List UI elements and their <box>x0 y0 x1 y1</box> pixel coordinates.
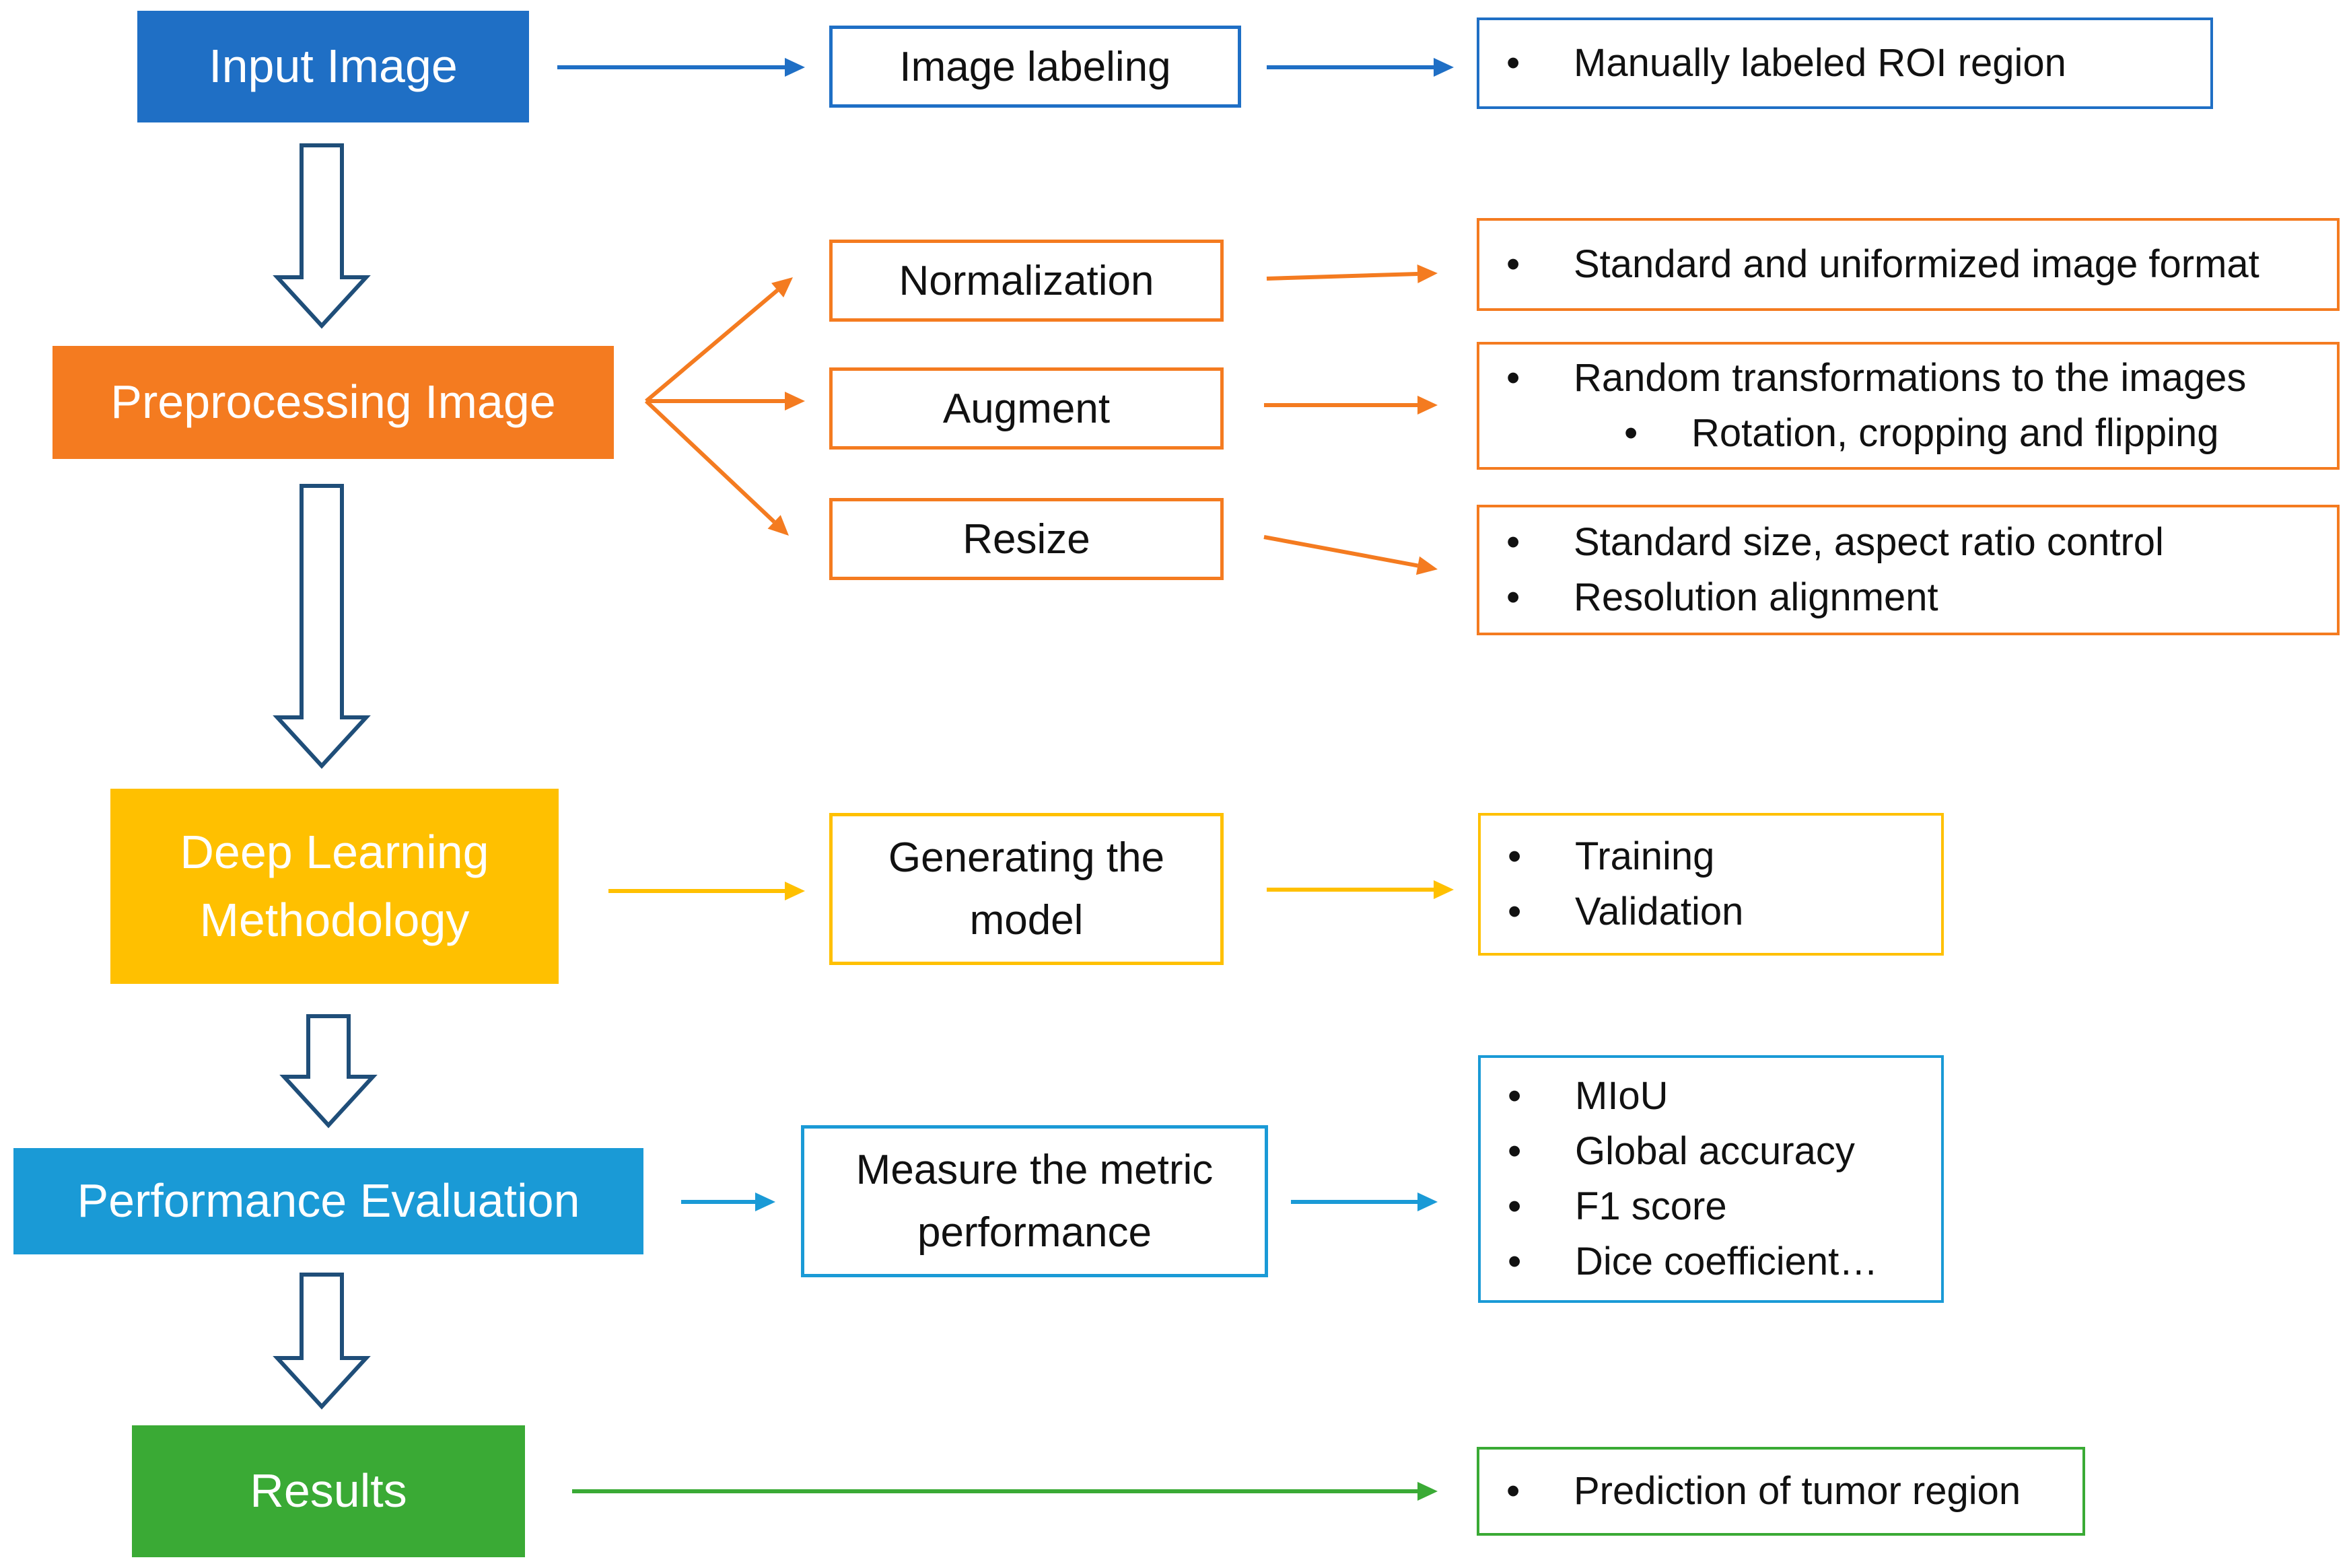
details-generating-the-model: Training Validation <box>1478 813 1944 956</box>
step-generating-the-model-label: Generating the model <box>888 834 1165 943</box>
step-measure-the-metric-performance: Measure the metric performance <box>801 1125 1268 1277</box>
arrow-icon <box>1267 880 1454 899</box>
detail-item: F1 score <box>1508 1179 1914 1234</box>
arrow-icon <box>1291 1192 1438 1211</box>
detail-item: Random transformations to the images <box>1506 351 2310 406</box>
detail-item: MIoU <box>1508 1069 1914 1124</box>
step-resize-label: Resize <box>962 515 1090 563</box>
detail-item: Manually labeled ROI region <box>1506 36 2183 91</box>
step-image-labeling-label: Image labeling <box>899 43 1171 90</box>
detail-item: Training <box>1508 829 1914 884</box>
stage-deep-learning-methodology: Deep Learning Methodology <box>110 789 559 984</box>
step-normalization-label: Normalization <box>899 257 1154 304</box>
detail-item: Dice coefficient… <box>1508 1234 1914 1289</box>
step-image-labeling: Image labeling <box>829 26 1241 108</box>
stage-performance-evaluation-label: Performance Evaluation <box>77 1174 580 1227</box>
detail-item: Resolution alignment <box>1506 570 2310 625</box>
detail-item: Global accuracy <box>1508 1124 1914 1179</box>
detail-item: Standard size, aspect ratio control <box>1506 515 2310 570</box>
stage-input-image: Input Image <box>137 11 529 122</box>
details-measure-the-metric-performance: MIoU Global accuracy F1 score Dice coeff… <box>1478 1055 1944 1303</box>
step-augment-label: Augment <box>942 385 1111 432</box>
down-arrow-icon <box>273 143 371 329</box>
down-arrow-icon <box>273 484 371 769</box>
details-normalization: Standard and uniformized image format <box>1477 218 2340 311</box>
step-measure-the-metric-performance-label: Measure the metric performance <box>855 1147 1214 1256</box>
details-results: Prediction of tumor region <box>1477 1447 2085 1536</box>
details-resize: Standard size, aspect ratio control Reso… <box>1477 505 2340 635</box>
step-resize: Resize <box>829 498 1224 580</box>
arrow-icon <box>681 1192 775 1211</box>
down-arrow-icon <box>279 1014 378 1129</box>
step-augment: Augment <box>829 367 1224 450</box>
details-image-labeling: Manually labeled ROI region <box>1477 17 2213 109</box>
detail-item: Prediction of tumor region <box>1506 1464 2056 1519</box>
stage-performance-evaluation: Performance Evaluation <box>13 1148 643 1254</box>
step-normalization: Normalization <box>829 240 1224 322</box>
arrow-icon <box>1266 264 1438 283</box>
arrow-icon <box>1264 396 1438 415</box>
details-augment: Random transformations to the images Rot… <box>1477 342 2340 470</box>
arrow-icon <box>646 392 805 411</box>
arrow-icon <box>644 399 789 536</box>
arrow-icon <box>1267 58 1454 77</box>
detail-sub-item: Rotation, cropping and flipping <box>1506 406 2310 461</box>
down-arrow-icon <box>273 1273 371 1410</box>
detail-item: Standard and uniformized image format <box>1506 237 2310 292</box>
stage-preprocessing-image: Preprocessing Image <box>52 346 614 459</box>
arrow-icon <box>645 277 793 403</box>
stage-results-label: Results <box>250 1464 407 1518</box>
arrow-icon <box>1263 535 1438 575</box>
arrow-icon <box>572 1482 1438 1501</box>
detail-item: Validation <box>1508 884 1914 939</box>
step-generating-the-model: Generating the model <box>829 813 1224 965</box>
stage-results: Results <box>132 1425 525 1557</box>
stage-deep-learning-methodology-label: Deep Learning Methodology <box>180 825 489 947</box>
stage-input-image-label: Input Image <box>209 40 458 93</box>
arrow-icon <box>608 882 805 900</box>
arrow-icon <box>557 58 805 77</box>
stage-preprocessing-image-label: Preprocessing Image <box>110 376 556 429</box>
